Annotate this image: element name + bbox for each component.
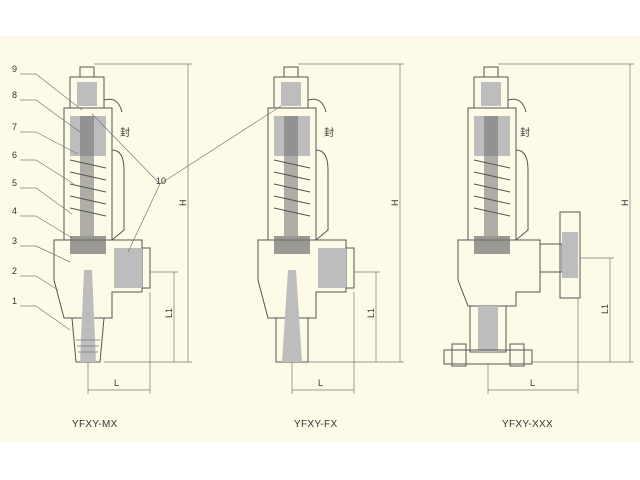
dims-yfxy-fx (291, 63, 404, 394)
dim-l-2: L (318, 378, 323, 388)
callout-2: 2 (12, 266, 17, 276)
dim-l1-3: L1 (600, 304, 610, 314)
valve-yfxy-xxx (443, 66, 581, 367)
seal-mark-1: 封 (120, 126, 130, 139)
dim-l-3: L (530, 378, 535, 388)
callout-4: 4 (12, 206, 17, 216)
seal-mark-2: 封 (324, 126, 334, 139)
model-caption-xxx: YFXY-XXX (502, 419, 553, 430)
dims-yfxy-xxx (487, 63, 634, 394)
dims-yfxy-mx (87, 63, 285, 394)
callout-leaders (20, 73, 83, 331)
seal-mark-3: 封 (520, 126, 530, 139)
callout-numbers: 9 8 7 6 5 4 3 2 1 10 (12, 64, 166, 306)
dim-l1-1: L1 (164, 308, 174, 318)
model-captions: YFXY-MX YFXY-FX YFXY-XXX (72, 419, 553, 430)
dim-h-2: H (390, 200, 400, 207)
dim-l1-2: L1 (366, 308, 376, 318)
callout-1: 1 (12, 296, 17, 306)
callout-7: 7 (12, 122, 17, 132)
seal-marks: 封 封 封 (120, 126, 530, 139)
dim-l-1: L (114, 378, 119, 388)
callout-8: 8 (12, 90, 17, 100)
callout-9: 9 (12, 64, 17, 74)
dim-h-3: H (620, 200, 630, 207)
callout-5: 5 (12, 178, 17, 188)
dim-h-1: H (178, 200, 188, 207)
model-caption-fx: YFXY-FX (294, 419, 337, 430)
callout-10: 10 (156, 176, 166, 186)
callout-3: 3 (12, 236, 17, 246)
dimension-labels: H L1 L H L1 L H L1 L (114, 200, 630, 389)
model-caption-mx: YFXY-MX (72, 419, 118, 430)
callout-6: 6 (12, 150, 17, 160)
valve-yfxy-fx (257, 66, 355, 363)
drawing-area (0, 36, 640, 442)
